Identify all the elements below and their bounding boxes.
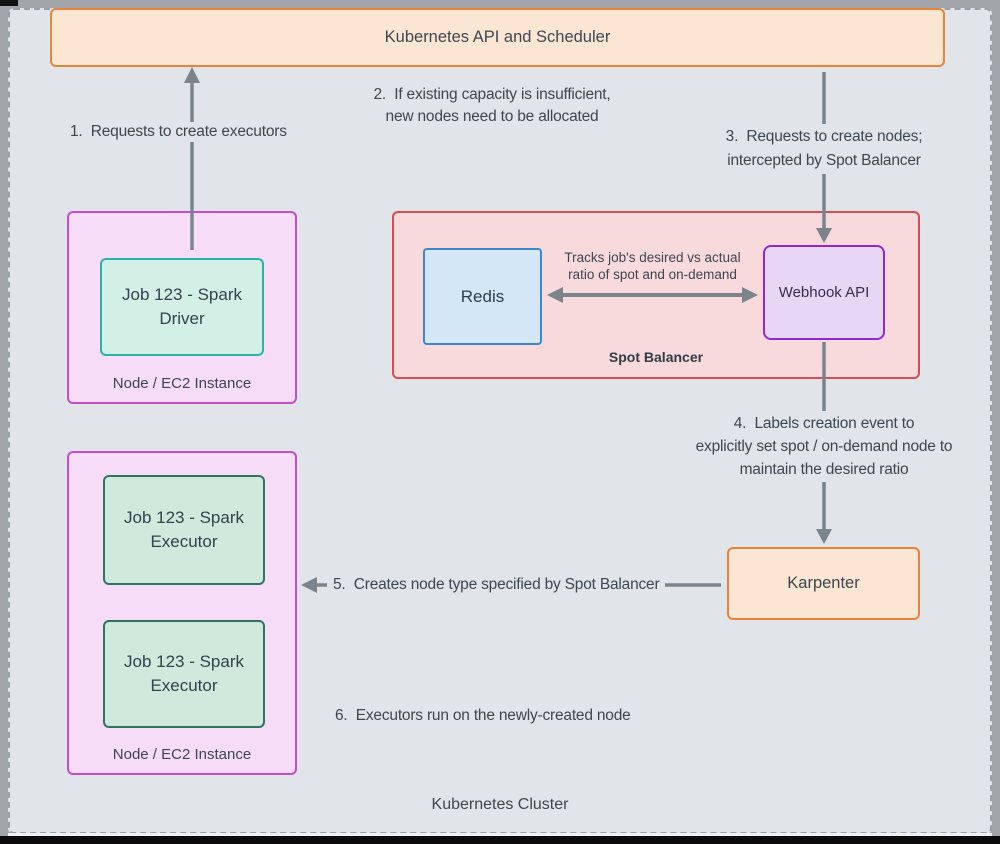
bottom-light-strip [8, 833, 992, 836]
kubernetes-cluster-label: Kubernetes Cluster [431, 796, 569, 813]
redis-box: Redis [423, 248, 542, 345]
annotation-step-3: 3. Requests to create nodes; intercepted… [699, 124, 949, 174]
annotation-step-1: 1. Requests to create executors [66, 122, 291, 142]
arrow-driver-to-api [184, 67, 200, 250]
annotation-step-4: 4. Labels creation event to explicitly s… [664, 411, 984, 482]
driver-node-label: Node / EC2 Instance [112, 375, 252, 392]
bottom-black-bar [0, 836, 1000, 844]
spark-executor-pod-1-label: Job 123 - Spark Executor [123, 508, 244, 551]
spark-driver-pod-box: Job 123 - Spark Driver [100, 258, 264, 356]
spark-executor-pod-1-box: Job 123 - Spark Executor [103, 475, 265, 585]
karpenter-label: Karpenter [787, 574, 860, 592]
annotation-step-5: 5. Creates node type specified by Spot B… [327, 574, 666, 596]
spot-balancer-note: Tracks job's desired vs actual ratio of … [564, 250, 741, 282]
spark-driver-pod-label: Job 123 - Spark Driver [121, 285, 242, 328]
webhook-api-box: Webhook API [763, 245, 885, 340]
spark-executor-pod-2-box: Job 123 - Spark Executor [103, 620, 265, 728]
redis-label: Redis [460, 286, 505, 306]
annotation-step-6: 6. Executors run on the newly-created no… [335, 707, 631, 724]
spark-executor-pod-2-label: Job 123 - Spark Executor [123, 652, 244, 695]
top-left-corner-patch [0, 0, 18, 6]
annotation-step-2: 2. If existing capacity is insufficient,… [373, 86, 611, 125]
arrow-redis-webhook-bidirectional [547, 287, 758, 303]
kubernetes-api-scheduler-box: Kubernetes API and Scheduler [50, 8, 945, 67]
kubernetes-api-scheduler-label: Kubernetes API and Scheduler [384, 28, 611, 46]
webhook-api-label: Webhook API [778, 284, 870, 301]
spot-balancer-title: Spot Balancer [608, 349, 704, 365]
executor-node-label: Node / EC2 Instance [112, 746, 252, 763]
karpenter-box: Karpenter [727, 547, 920, 620]
